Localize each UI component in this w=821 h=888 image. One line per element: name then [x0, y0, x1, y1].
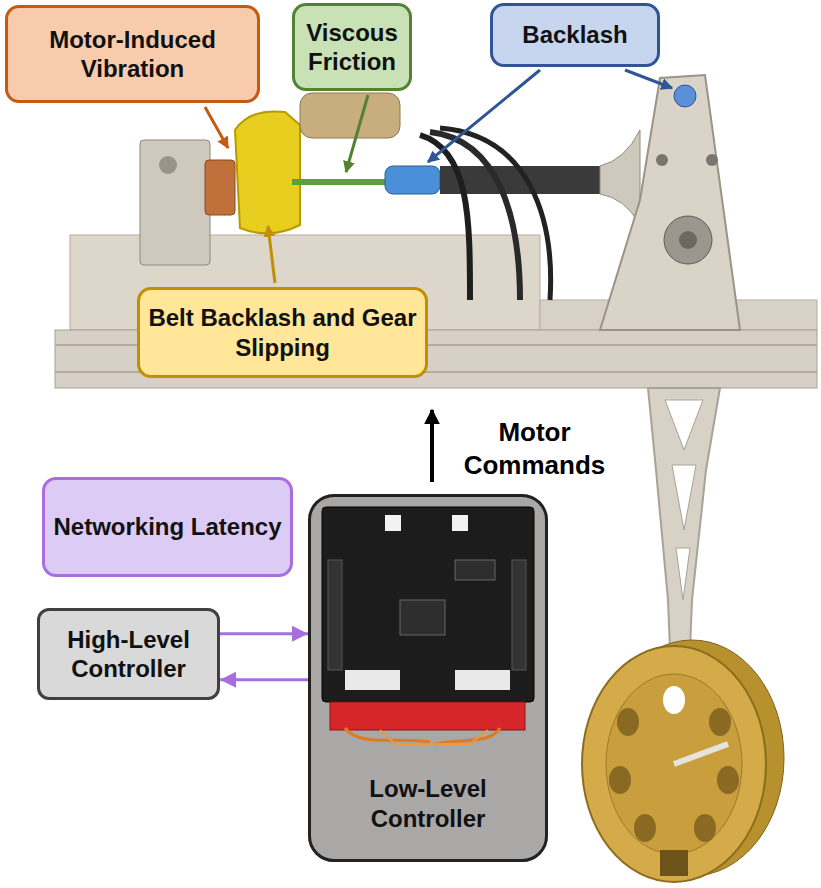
node-text: Networking Latency [53, 512, 281, 541]
node-text: High-Level Controller [48, 625, 209, 684]
wheel-hole [717, 766, 739, 794]
callout-leaders [205, 70, 672, 482]
cable [420, 135, 470, 300]
node-text: Low-Level Controller [319, 774, 537, 833]
wheel-hole [617, 708, 639, 736]
blue-knob [674, 85, 696, 107]
motor-cylinder [300, 93, 400, 138]
callout-box: Viscous Friction [292, 3, 412, 91]
drive-shaft [292, 179, 388, 185]
leader-line [268, 226, 275, 283]
node-text: Motor-Induced Vibration [16, 25, 249, 84]
mount-screw [159, 156, 177, 174]
connector [385, 515, 401, 531]
controller-board [308, 494, 548, 862]
signal-label: Motor Commands [442, 416, 627, 481]
wire [435, 728, 500, 744]
header-strip [512, 560, 526, 670]
node-text: Backlash [522, 20, 627, 49]
wheel-rim [606, 674, 742, 854]
callout-box: Belt Backlash and Gear Slipping [137, 287, 428, 378]
wheel-slot [660, 850, 688, 876]
connector-arrow [220, 678, 308, 681]
motor-mount [140, 140, 210, 265]
node-text: Belt Backlash and Gear Slipping [148, 303, 417, 362]
wheel-hole [694, 814, 716, 842]
joint-rotor [664, 216, 712, 264]
blue-coupler [385, 166, 440, 194]
callout-box: Motor-Induced Vibration [5, 5, 260, 103]
connector [455, 670, 510, 690]
wire [345, 728, 430, 742]
screw [656, 154, 668, 166]
chip [455, 560, 495, 580]
wheel-hole [634, 814, 656, 842]
node-text: Viscous Friction [303, 18, 401, 77]
wheel-hole [609, 766, 631, 794]
red-board [330, 702, 525, 730]
connector [345, 670, 400, 690]
truss-hole [672, 465, 696, 530]
truss-hole [665, 400, 703, 450]
controller-panel [308, 494, 548, 862]
belt-housing [235, 111, 300, 233]
wheel-hole [709, 708, 731, 736]
chip [400, 600, 445, 635]
truss-hole [676, 548, 690, 600]
leader-line [205, 107, 228, 148]
tube-flare [600, 130, 640, 225]
connector-arrow [220, 632, 308, 635]
screw [706, 154, 718, 166]
callout-box: Backlash [490, 3, 660, 67]
joint-housing [600, 75, 740, 330]
joint-axle [679, 231, 697, 249]
wheel-front [582, 646, 766, 882]
leader-line [625, 70, 672, 88]
copper-coupling [205, 160, 235, 215]
pcb [322, 507, 534, 702]
command-arrow [430, 410, 434, 482]
header-strip [328, 560, 342, 670]
leader-line [346, 95, 368, 172]
joint-frame [600, 75, 740, 330]
motor-assembly [140, 93, 640, 300]
wheel-hole [663, 686, 685, 714]
cable [440, 128, 551, 300]
controller-box: High-Level Controller [37, 608, 220, 700]
controller-panel: Low-Level Controller [308, 494, 548, 862]
pendulum [582, 388, 784, 882]
connector [452, 515, 468, 531]
wheel-axle [674, 744, 728, 764]
wire [380, 730, 488, 744]
leader-line [428, 70, 540, 162]
callout-box: Networking Latency [42, 477, 293, 577]
